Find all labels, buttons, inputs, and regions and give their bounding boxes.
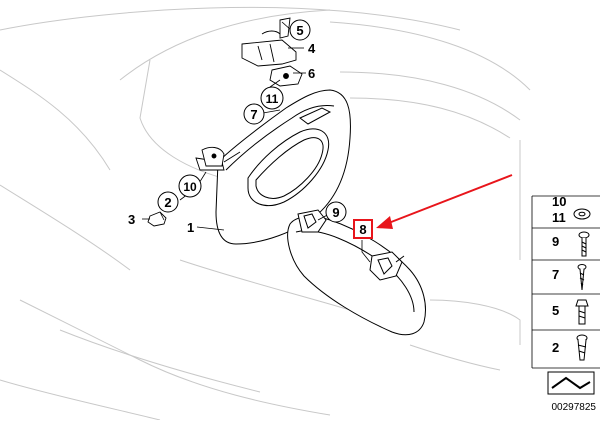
visor-mount-bracket-part-4	[241, 17, 297, 67]
callout-1-label: 1	[187, 220, 194, 235]
diagram-reference-icon	[547, 371, 595, 395]
callout-2-label: 2	[164, 195, 171, 210]
callout-7: 7	[243, 103, 265, 125]
sun-visor-passenger-part-8	[287, 209, 426, 336]
hex-head-screw-icon	[575, 299, 589, 325]
legend-label-2: 2	[552, 340, 559, 355]
fastener-legend: 10 11 9 7 5 2	[531, 194, 600, 413]
wood-screw-icon	[577, 264, 587, 291]
vehicle-background-outline	[0, 6, 531, 421]
legend-label-5: 5	[552, 303, 559, 318]
callout-6-label: 6	[308, 66, 315, 81]
clip-part-6	[269, 65, 303, 87]
callout-3-label: 3	[128, 212, 135, 227]
callout-7-label: 7	[250, 107, 257, 122]
callout-2: 2	[157, 191, 179, 213]
legend-label-10: 10	[552, 194, 566, 209]
legend-label-7: 7	[552, 267, 559, 282]
self-tapping-screw-icon	[576, 334, 588, 361]
callout-5: 5	[289, 19, 311, 41]
callout-11-label: 11	[266, 92, 279, 106]
callout-10: 10	[178, 174, 202, 198]
visor-pivot-rod	[195, 146, 241, 171]
legend-label-9: 9	[552, 234, 559, 249]
sun-visor-driver-part-1	[215, 89, 351, 245]
red-arrow-icon	[376, 174, 513, 229]
washer-icon	[573, 208, 591, 220]
callout-4-label: 4	[308, 41, 316, 56]
callout-10-label: 10	[183, 180, 197, 194]
callout-8-label: 8	[359, 222, 366, 237]
diagram-number: 00297825	[552, 402, 597, 413]
callout-5-label: 5	[296, 23, 303, 38]
callout-9: 9	[325, 201, 347, 223]
pan-head-screw-icon	[578, 231, 590, 257]
callout-9-label: 9	[332, 205, 339, 220]
callout-11: 11	[260, 86, 284, 110]
legend-label-11: 11	[552, 210, 566, 225]
callout-8-highlighted: 8	[353, 219, 373, 239]
